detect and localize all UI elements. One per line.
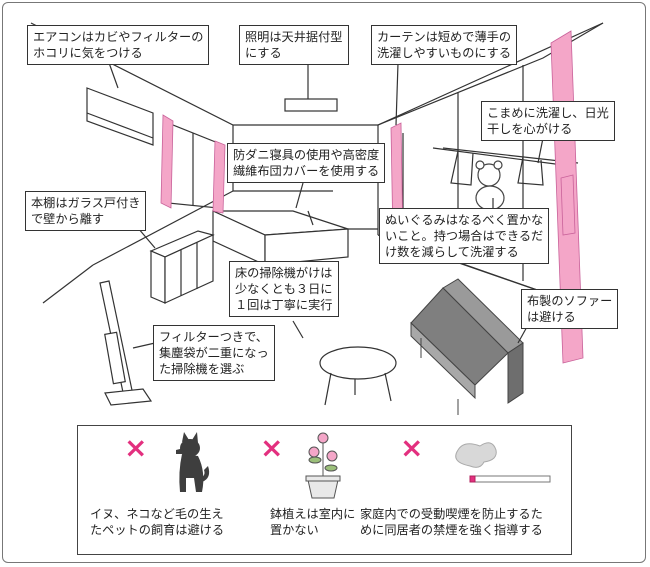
dog-icon (176, 432, 210, 492)
tail-vacuum (132, 342, 156, 349)
room-illustration (30, 22, 604, 415)
window-curtain-mid (560, 174, 576, 236)
cross-mark-smoking: × (400, 431, 424, 464)
tail-curtain (395, 62, 399, 126)
air-conditioner (86, 87, 154, 146)
ceiling-light (284, 98, 338, 112)
callout-vacuum: フィルターつきで、 集塵袋が二重になっ た掃除機を選ぶ (153, 325, 275, 381)
tail-bedding (295, 182, 304, 209)
fabric-sofa (410, 278, 524, 415)
callout-curtain: カーテンは短めで薄手の 洗濯しやすいものにする (371, 25, 518, 65)
cross-mark-pets: × (124, 431, 148, 464)
back-window (167, 122, 219, 209)
back-curtain-right (212, 140, 226, 214)
tail-laundry (537, 137, 544, 164)
callout-bookshelf: 本棚はガラス戸付き で壁から離す (25, 191, 147, 231)
bed (212, 210, 349, 266)
callout-laundry: こまめに洗濯し、日光 干しを心がける (481, 101, 615, 141)
tail-floor (292, 320, 304, 339)
bookshelf (149, 230, 215, 304)
callout-sofa: 布製のソファー は避ける (521, 289, 619, 329)
caption-pets: イヌ、ネコなど毛の生え たペットの飼育は避ける (90, 507, 225, 537)
stuffed-bear (475, 160, 505, 211)
callout-lighting: 照明は天井据付型 にする (239, 25, 349, 65)
caption-plants: 鉢植えは室内に 置かない (270, 507, 356, 537)
potted-plant-icon (305, 432, 341, 499)
callout-bedding: 防ダニ寝具の使用や高密度 繊維布団カバーを使用する (227, 143, 386, 183)
callout-aircon: エアコンはカビやフィルターの ホコリに気をつける (27, 25, 210, 65)
back-curtain-left (160, 114, 174, 209)
callout-floor-cleaning: 床の掃除機がけは 少なくとも３日に １回は丁寧に実行 (229, 261, 339, 317)
cigarette-icon (455, 442, 551, 483)
callout-stuffed-toy: ぬいぐるみはなるべく置かな いこと。持つ場合はできるだ け数を減らして洗濯する (379, 208, 550, 264)
tail-bookshelf (137, 227, 156, 249)
avoid-items-panel: × イヌ、ネコなど毛の生え たペットの飼育は避ける × (77, 425, 572, 555)
caption-smoking: 家庭内での受動喫煙を防止するた めに同居者の禁煙を強く指導する (360, 507, 543, 537)
vacuum-cleaner (99, 280, 153, 406)
cross-mark-plants: × (260, 431, 284, 464)
round-table (319, 346, 397, 406)
